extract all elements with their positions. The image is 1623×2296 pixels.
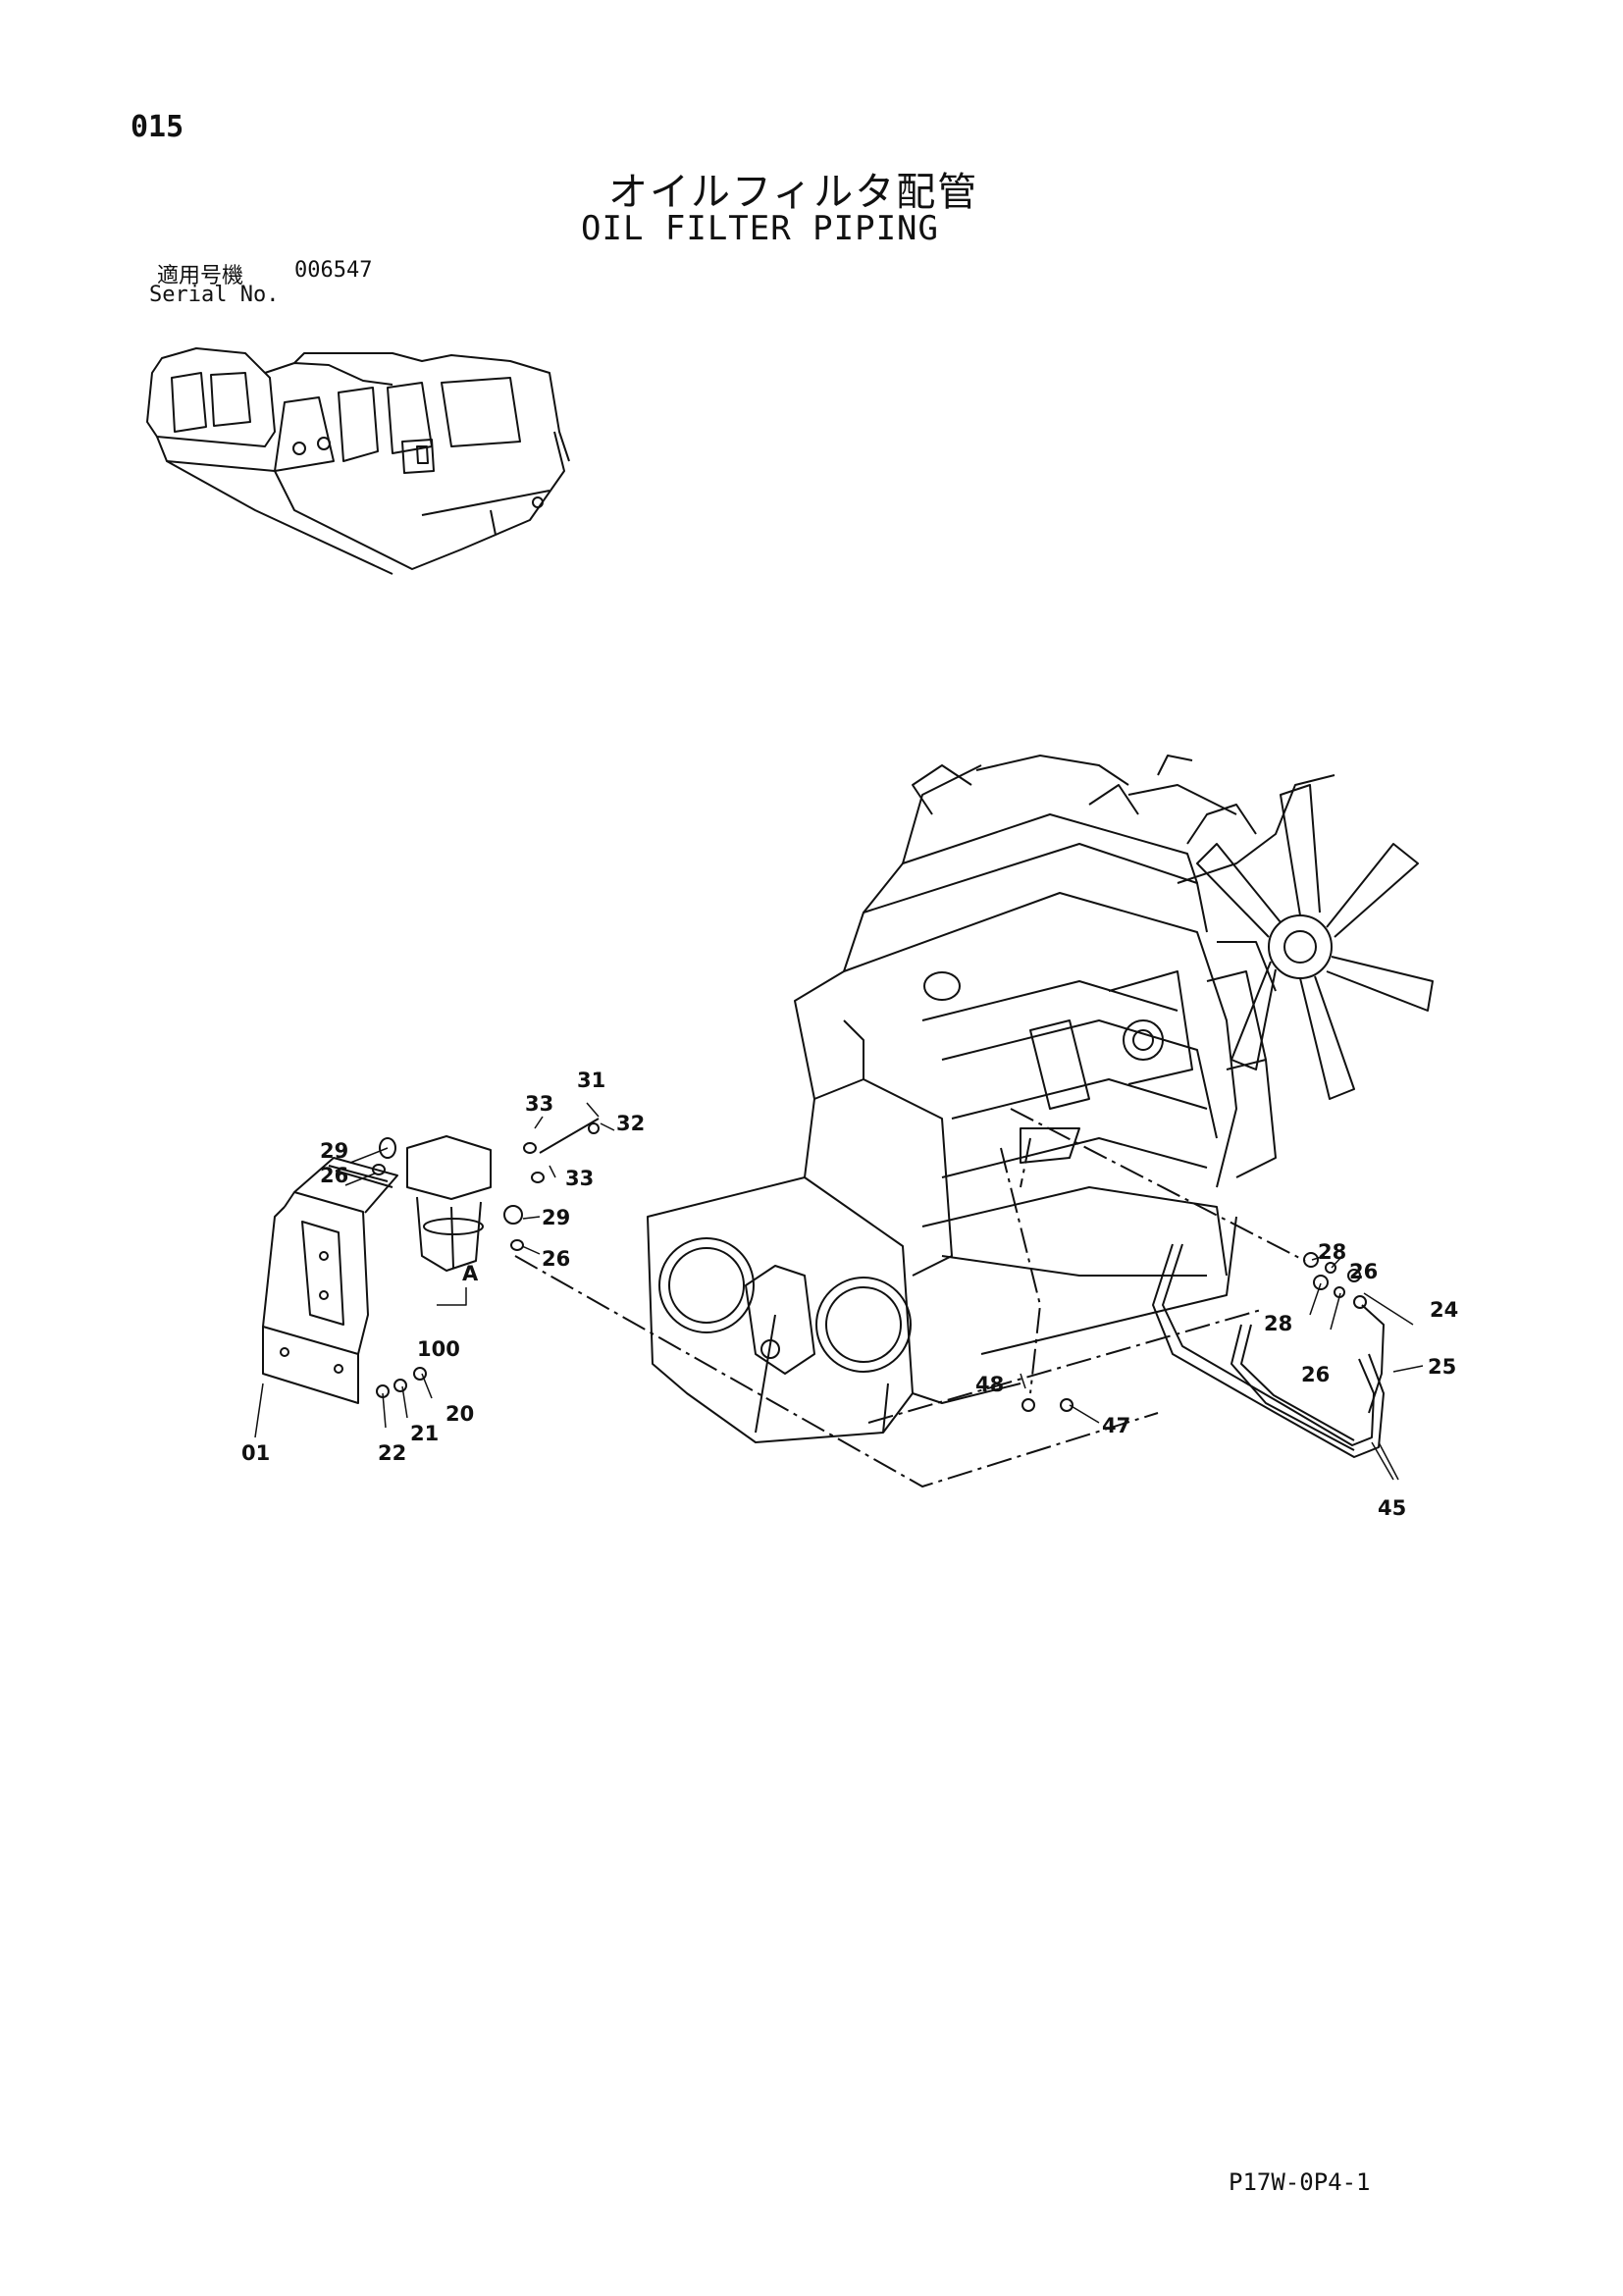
callout-47: 47 <box>1102 1414 1130 1437</box>
callout-29-left: 29 <box>320 1139 348 1163</box>
callout-45: 45 <box>1378 1496 1406 1520</box>
callout-48: 48 <box>975 1373 1004 1396</box>
callout-33-lower: 33 <box>565 1167 594 1190</box>
view-label-a: A <box>462 1262 479 1285</box>
callout-28-upper: 28 <box>1318 1240 1346 1264</box>
title-japanese: オイルフィルタ配管 <box>608 170 979 215</box>
callout-22: 22 <box>378 1441 406 1465</box>
serial-label-japanese: 適用号機 <box>157 264 244 288</box>
cooling-fan-illustration <box>1157 755 1434 1100</box>
callout-33-upper: 33 <box>525 1092 553 1116</box>
callout-20: 20 <box>445 1402 474 1426</box>
machine-overview-illustration <box>146 347 570 575</box>
callout-100: 100 <box>417 1337 460 1361</box>
oil-filter-assembly <box>379 1135 523 1272</box>
callout-29-right: 29 <box>542 1206 570 1229</box>
callout-32: 32 <box>616 1112 645 1135</box>
callout-leader-lines <box>254 1102 1424 1481</box>
engine-assembly-illustration <box>647 755 1335 1443</box>
serial-label-english: Serial No. <box>149 283 280 307</box>
callout-26-lower-right: 26 <box>1301 1363 1330 1386</box>
oil-hoses <box>1152 1243 1385 1458</box>
title-english: OIL FILTER PIPING <box>581 209 939 248</box>
callout-26-upper-right: 26 <box>1349 1260 1378 1283</box>
callout-28-lower: 28 <box>1264 1312 1292 1335</box>
callout-26-right: 26 <box>542 1247 570 1271</box>
filter-mounting-bracket <box>262 1157 398 1404</box>
callout-25: 25 <box>1428 1355 1456 1379</box>
callout-01: 01 <box>241 1441 270 1465</box>
callout-26-left: 26 <box>320 1164 348 1187</box>
callout-24: 24 <box>1430 1298 1458 1322</box>
serial-number-value: 006547 <box>294 258 373 283</box>
document-code: P17W-0P4-1 <box>1229 2168 1371 2196</box>
phantom-piping-lines <box>514 1108 1306 1487</box>
page-number: 015 <box>131 110 184 144</box>
callout-31: 31 <box>577 1069 605 1092</box>
callout-21: 21 <box>410 1422 439 1445</box>
